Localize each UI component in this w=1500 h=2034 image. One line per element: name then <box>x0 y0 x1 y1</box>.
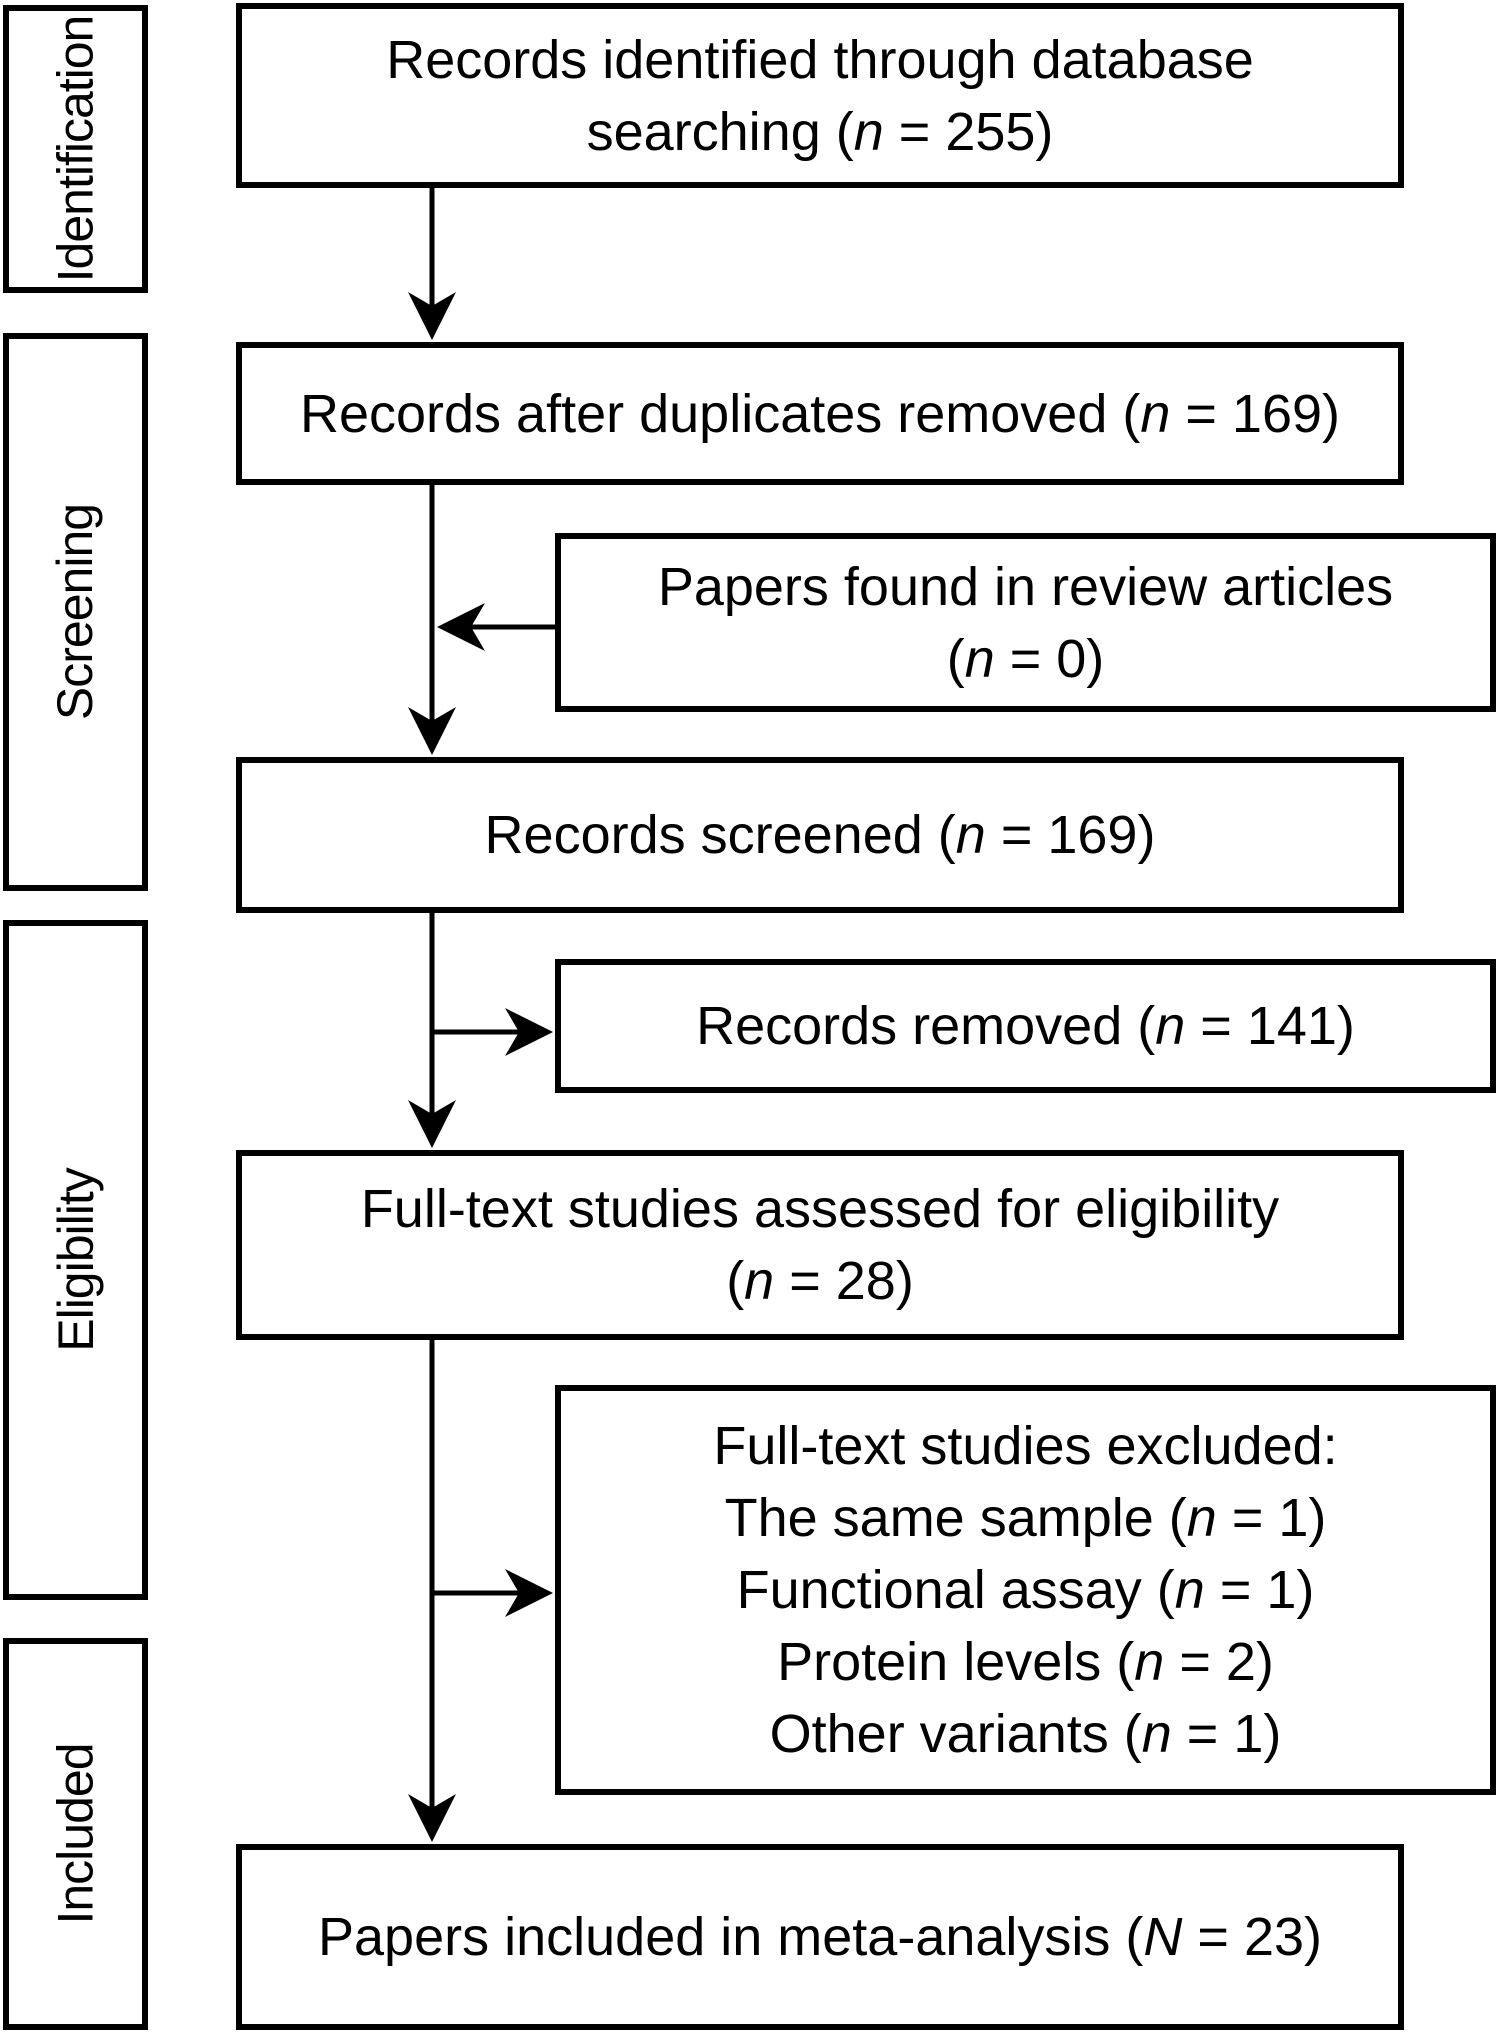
flow-box-records-removed: Records removed (n = 141) <box>555 959 1496 1093</box>
flow-box-line: Full-text studies assessed for eligibili… <box>360 1179 1280 1239</box>
flow-box-line: Records identified through database <box>386 29 1254 90</box>
stage-label-text: Included <box>47 1743 104 1925</box>
arrow-identified-to-duplicates <box>408 188 456 340</box>
flow-box-review-articles: Papers found in review articles (n = 0) <box>555 533 1496 712</box>
flow-box-line: Full-text studies excluded: <box>713 1416 1338 1476</box>
stage-label-text: Screening <box>47 503 104 721</box>
flow-box-line: (n = 28) <box>726 1251 914 1311</box>
flow-box-line: Papers included in meta-analysis (N = 23… <box>318 1907 1322 1967</box>
arrow-review-to-mainline <box>437 603 555 651</box>
flow-box-line: Records removed (n = 141) <box>696 996 1355 1056</box>
flow-box-line: Records after duplicates removed (n = 16… <box>299 383 1341 444</box>
flow-box-duplicates-removed: Records after duplicates removed (n = 16… <box>236 342 1404 485</box>
stage-label-screening: Screening <box>3 333 148 891</box>
flow-box-line: Protein levels (n = 2) <box>777 1632 1274 1692</box>
arrow-mainline-to-excluded <box>432 1569 553 1617</box>
arrow-screened-to-eligibility <box>408 913 456 1148</box>
flow-box-line: Papers found in review articles <box>657 556 1394 617</box>
flow-box-records-identified: Records identified through database sear… <box>236 3 1404 188</box>
flow-box-papers-included: Papers included in meta-analysis (N = 23… <box>236 1844 1404 2030</box>
arrow-duplicates-to-screened <box>408 485 456 755</box>
stage-label-identification: Identification <box>3 5 148 293</box>
arrow-eligibility-to-included <box>408 1340 456 1842</box>
stage-label-text: Eligibility <box>47 1168 104 1352</box>
flow-box-fulltext-assessed: Full-text studies assessed for eligibili… <box>236 1150 1404 1340</box>
stage-label-included: Included <box>3 1638 148 2030</box>
flow-box-fulltext-excluded: Full-text studies excluded: The same sam… <box>555 1385 1496 1795</box>
stage-label-text: Identification <box>47 15 104 283</box>
flow-box-line: Functional assay (n = 1) <box>736 1560 1315 1620</box>
flow-box-line: Records screened (n = 169) <box>484 805 1156 865</box>
arrow-mainline-to-removed <box>432 1008 553 1056</box>
flow-box-records-screened: Records screened (n = 169) <box>236 757 1404 913</box>
stage-label-eligibility: Eligibility <box>3 920 148 1600</box>
flow-box-line: Other variants (n = 1) <box>769 1704 1282 1764</box>
flow-box-line: The same sample (n = 1) <box>724 1488 1327 1548</box>
flow-box-line: (n = 0) <box>946 628 1105 689</box>
flow-box-line: searching (n = 255) <box>586 101 1054 162</box>
